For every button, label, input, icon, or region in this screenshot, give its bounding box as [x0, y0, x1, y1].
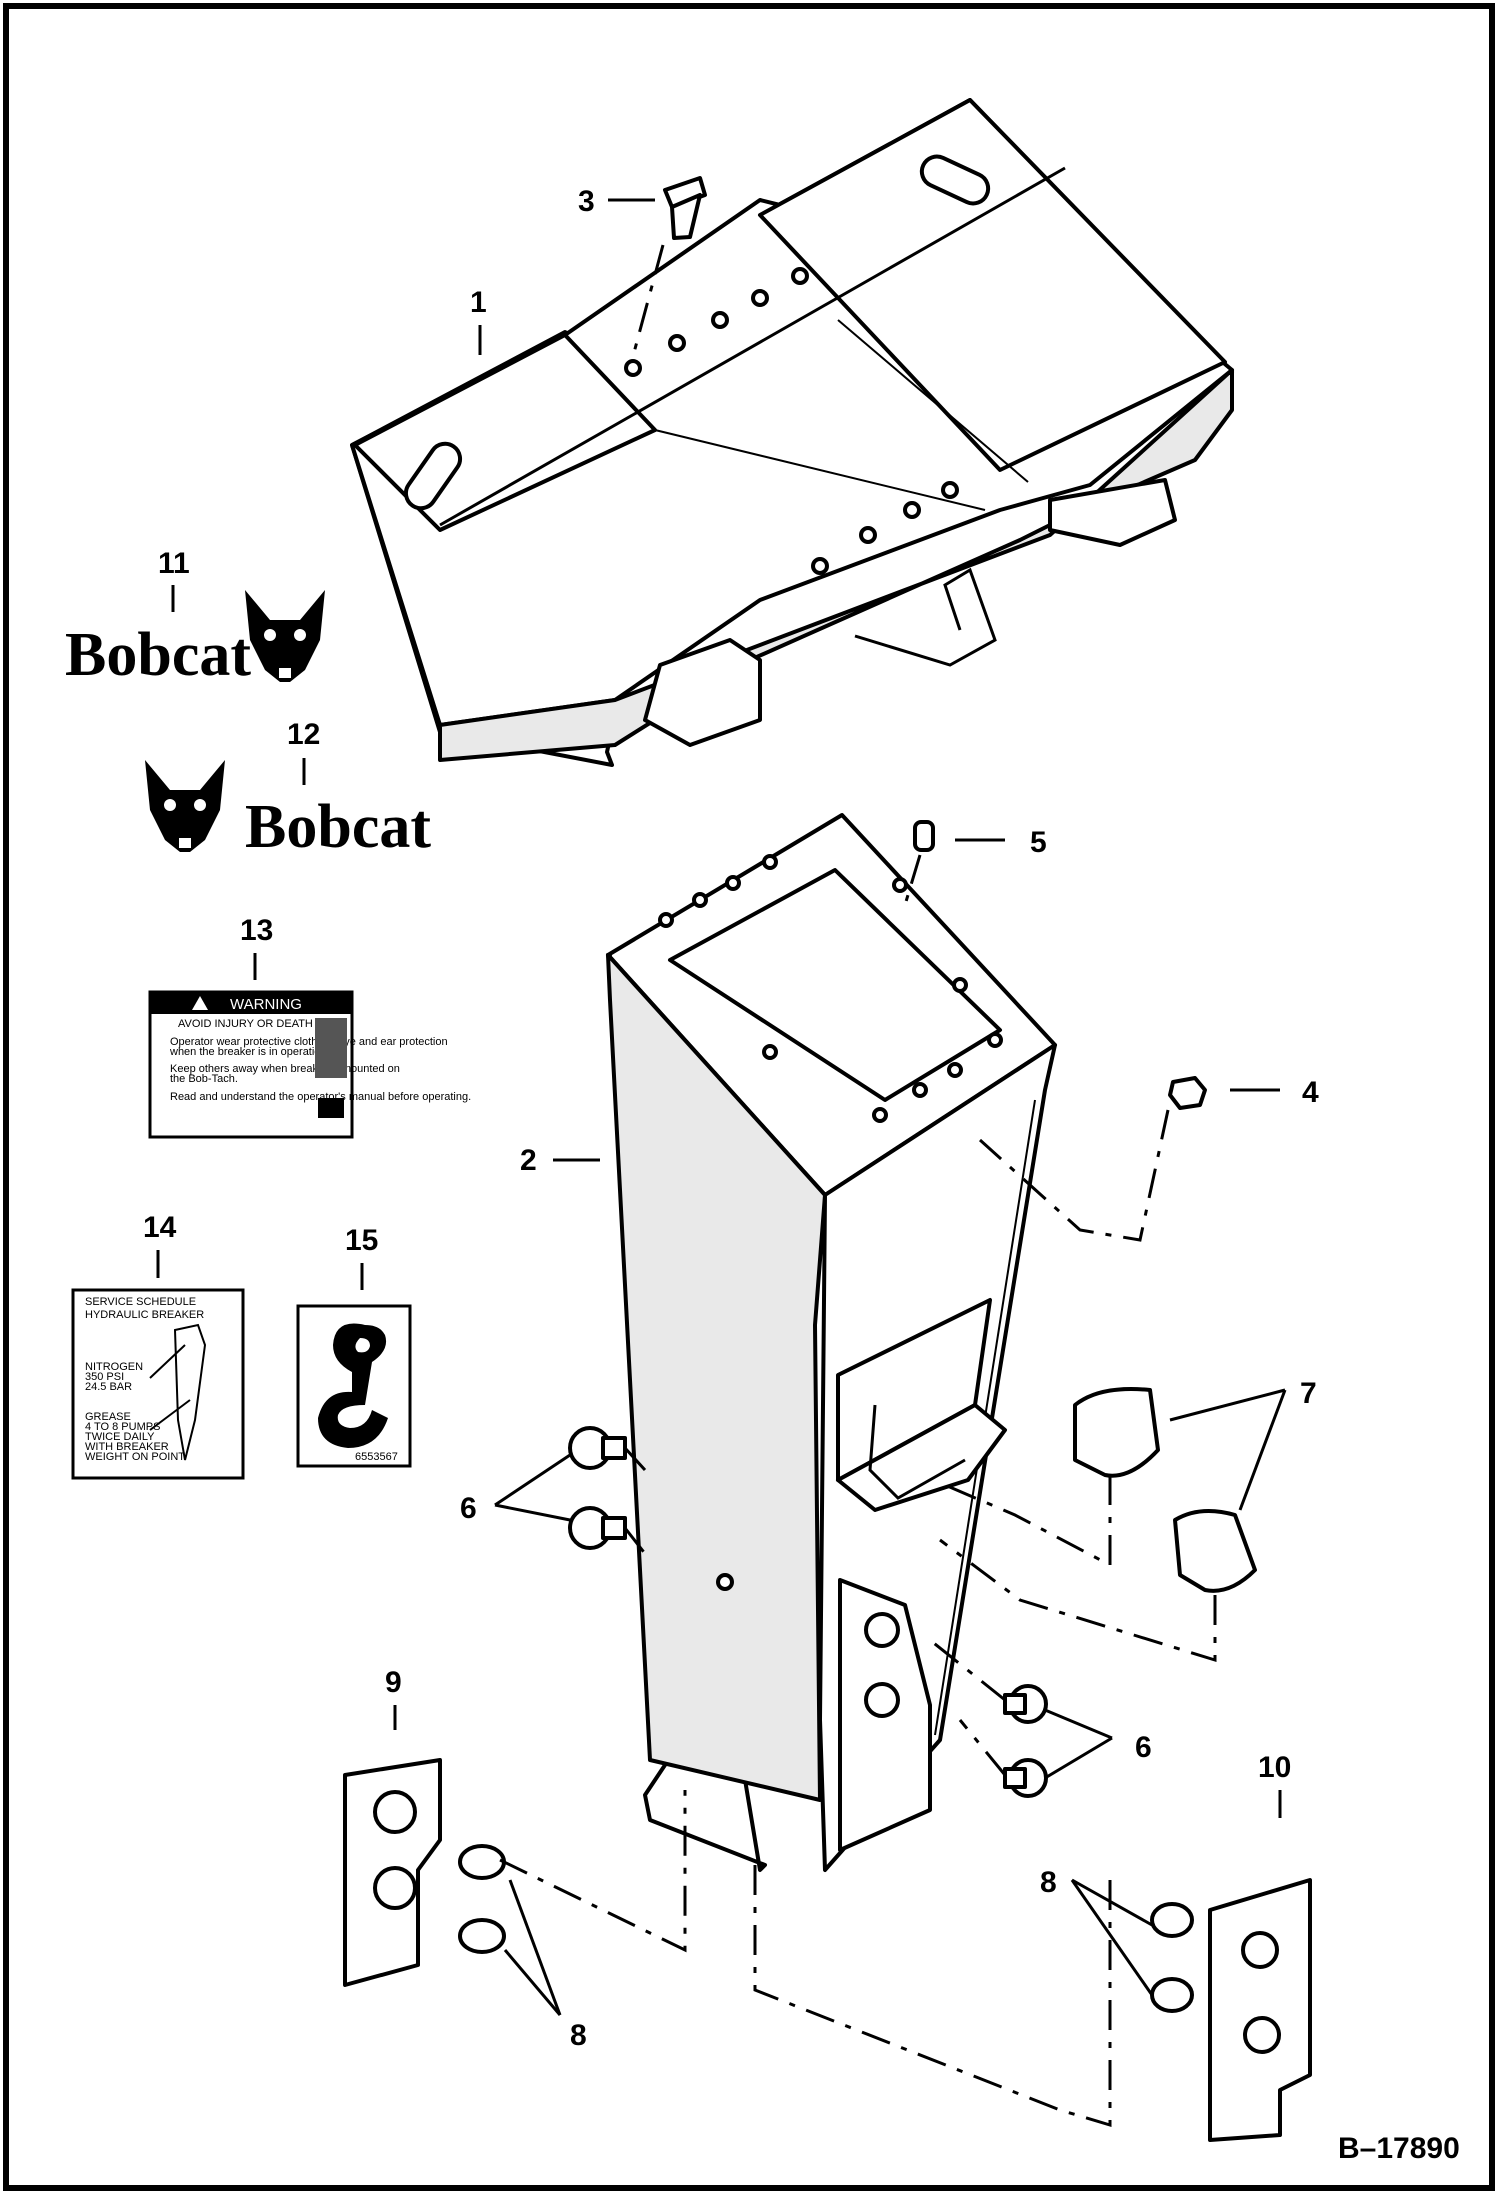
slot-right	[919, 154, 991, 206]
decal-15-hook: 6553567	[296, 1304, 412, 1468]
breaker-outline-icon	[173, 1323, 207, 1461]
operator-figure-icon	[315, 1018, 347, 1078]
callout-2: 2	[520, 1144, 537, 1177]
manual-book-icon	[318, 1098, 344, 1118]
warning-line-1: Operator wear protective clothing, eye a…	[170, 1036, 448, 1048]
lifting-hook-icon	[318, 1323, 388, 1448]
callout-9: 9	[385, 1666, 402, 1699]
callout-11: 11	[158, 547, 190, 580]
flange-holes	[658, 854, 1003, 1123]
warning-line-4: the Bob-Tach.	[170, 1073, 238, 1085]
service-label-2d: WITH BREAKER	[85, 1441, 169, 1453]
part-6-pins-right	[929, 1638, 1048, 1798]
callout-7: 7	[1300, 1377, 1317, 1410]
callout-3: 3	[578, 185, 595, 218]
callout-8-right: 8	[1040, 1866, 1057, 1899]
part-2-box-frame	[606, 813, 1057, 1872]
part-1-top-plate	[350, 98, 1234, 767]
page-border	[3, 3, 1495, 2191]
part-7-pads	[939, 1387, 1257, 1663]
callout-12: 12	[287, 718, 320, 751]
service-label-2e: WEIGHT ON POINT	[85, 1451, 185, 1463]
warning-line-5: Read and understand the operator's manua…	[170, 1091, 471, 1103]
part-3-bolt	[630, 176, 707, 361]
decal-11-brand-text: Bobcat	[65, 621, 251, 689]
callout-10: 10	[1258, 1751, 1291, 1784]
decal-12-brand-text: Bobcat	[245, 793, 431, 861]
callout-13: 13	[240, 914, 273, 947]
service-label-1c: 24.5 BAR	[85, 1381, 132, 1393]
hook-decal-code: 6553567	[355, 1451, 398, 1463]
warning-line-0: AVOID INJURY OR DEATH	[178, 1018, 313, 1030]
warning-line-2: when the breaker is in operation.	[169, 1046, 330, 1058]
bolt-holes-upper	[624, 267, 809, 377]
callout-1: 1	[470, 286, 487, 319]
part-5-dowel	[903, 820, 935, 906]
service-label-2b: 4 TO 8 PUMPS	[85, 1421, 160, 1433]
callout-15: 15	[345, 1224, 378, 1257]
decal-13-warning: WARNING AVOID INJURY OR DEATH Operator w…	[148, 990, 471, 1139]
callout-5: 5	[1030, 826, 1047, 859]
service-title-2: HYDRAULIC BREAKER	[85, 1309, 204, 1321]
part-4-nut	[978, 1076, 1207, 1242]
service-label-1b: 350 PSI	[85, 1371, 124, 1383]
bobcat-head-icon	[145, 760, 225, 852]
service-label-2c: TWICE DAILY	[85, 1431, 155, 1443]
bobcat-head-icon	[245, 590, 325, 682]
callout-6-left: 6	[460, 1492, 477, 1525]
part-10-side-plate	[753, 1855, 1312, 2142]
service-label-2a: GREASE	[85, 1411, 131, 1423]
figure-id: B–17890	[1338, 2132, 1460, 2165]
warning-title: WARNING	[230, 996, 302, 1013]
callout-14: 14	[143, 1211, 177, 1244]
callout-8-left: 8	[570, 2019, 587, 2052]
decal-11-bobcat-logo: Bobcat	[65, 590, 325, 689]
service-title-1: SERVICE SCHEDULE	[85, 1296, 196, 1308]
part-6-pins-left	[568, 1426, 652, 1561]
callouts: 3 1 11 12 5 13 4 2 14 15 7 6 6 9 10	[143, 185, 1319, 2052]
decal-12-bobcat-logo: Bobcat	[145, 760, 431, 861]
slot-left	[403, 441, 463, 511]
bolt-holes-lower	[811, 481, 959, 575]
callout-6-right: 6	[1135, 1731, 1152, 1764]
decal-14-service-schedule: SERVICE SCHEDULE HYDRAULIC BREAKER NITRO…	[71, 1288, 245, 1480]
service-label-1a: NITROGEN	[85, 1361, 143, 1373]
part-9-side-plate	[343, 1758, 687, 1987]
callout-4: 4	[1302, 1076, 1319, 1109]
